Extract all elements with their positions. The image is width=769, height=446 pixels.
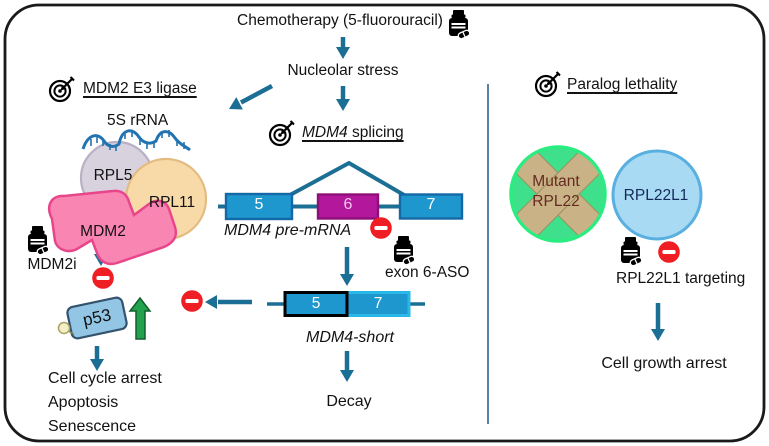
rpl22l1-protein (611, 149, 703, 241)
rrna-label: 5S rRNA (107, 112, 169, 129)
short-exon5-box (283, 291, 349, 317)
p53-increase-arrow (128, 296, 152, 340)
arrow-short-to-p53-inhibition (205, 295, 252, 309)
rpl5-label: RPL5 (93, 167, 133, 184)
mutant-rpl22-protein (509, 145, 607, 243)
arrow-targeting-to-arrest (651, 303, 665, 341)
rpl22l1-label: RPL22L1 (623, 187, 689, 204)
premrna-label: MDM4 pre-mRNA (224, 222, 352, 239)
mdm4-splicing-header-rest: splicing (347, 124, 404, 141)
arrow-p53-to-outcomes (90, 346, 104, 371)
mdm4-splicing-header-gene: MDM4 (302, 124, 348, 141)
arrow-premrna-to-short (340, 247, 354, 286)
exon5-box (224, 192, 294, 221)
ubiquitin-dot (57, 321, 71, 335)
mdm2i-label: MDM2i (27, 256, 77, 273)
chemotherapy-label: Chemotherapy (5-fluorouracil) (237, 12, 443, 29)
decay-label: Decay (326, 393, 372, 410)
nucleolar-stress-label: Nucleolar stress (287, 62, 399, 79)
outcome-senescence: Senescence (48, 418, 137, 435)
inhibit-icon-rpl22l1 (658, 241, 680, 263)
arrow-stress-to-splicing (336, 86, 350, 111)
mutant-rpl22-label-line2: RPL22 (532, 193, 580, 210)
rrna-strand (81, 129, 191, 152)
exon7-box (398, 193, 464, 220)
paralog-lethality-header: Paralog lethality (567, 76, 678, 93)
mutant-rpl22-label-line1: Mutant (532, 173, 580, 190)
short-exon5-label: 5 (311, 295, 321, 312)
cell-growth-arrest-label: Cell growth arrest (601, 355, 727, 372)
outcome-cell-cycle-arrest: Cell cycle arrest (48, 370, 162, 387)
aso-label: exon 6-ASO (385, 264, 470, 281)
mdm2-label: MDM2 (80, 223, 126, 240)
exon7-label: 7 (426, 196, 436, 213)
inhibit-icon-p53 (181, 290, 203, 312)
arrow-stress-to-ligase (229, 84, 274, 110)
inhibit-icon-exon6 (370, 217, 392, 239)
rpl22l1-targeting-label: RPL22L1 targeting (616, 270, 746, 287)
arrow-chemo-to-stress (336, 37, 350, 59)
mdm4-short-construct (267, 291, 425, 317)
outcome-apoptosis: Apoptosis (48, 394, 119, 411)
p53-protein (66, 296, 128, 340)
mdm2-ligase-header: MDM2 E3 ligase (83, 80, 197, 97)
short-exon7-label: 7 (373, 295, 383, 312)
mdm4-short-label: MDM4-short (305, 329, 394, 346)
splice-junction-lines (289, 160, 406, 197)
mdm4-splicing-header: MDM4 splicing (302, 124, 404, 142)
mdm2-protein (47, 189, 178, 266)
exon6-label: 6 (343, 196, 353, 213)
exon6-box (316, 193, 380, 220)
rpl11-label: RPL11 (148, 194, 196, 211)
arrow-short-to-decay (340, 351, 354, 382)
inhibit-icon-mdm2 (92, 267, 114, 289)
mdm4-premrna-construct (218, 160, 464, 221)
exon5-label: 5 (254, 196, 264, 213)
